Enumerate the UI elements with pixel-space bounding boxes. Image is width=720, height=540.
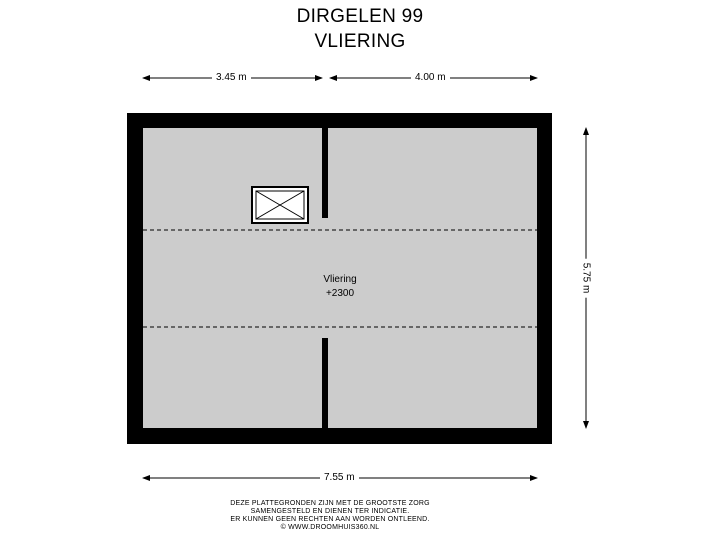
dimension-top-right: 4.00 m — [411, 72, 450, 84]
disclaimer-line-4: © WWW.DROOMHUIS360.NL — [280, 524, 380, 531]
room-height: +2300 — [325, 288, 355, 299]
interior-wall-lower — [322, 338, 328, 428]
roof-hatch-icon — [251, 186, 309, 224]
room-name: Vliering — [323, 274, 357, 285]
plan-title-floor: VLIERING — [314, 31, 406, 52]
disclaimer-line-3: ER KUNNEN GEEN RECHTEN AAN WORDEN ONTLEE… — [230, 516, 430, 523]
disclaimer-line-2: SAMENGESTELD EN DIENEN TER INDICATIE. — [250, 508, 410, 515]
dimension-top-left: 3.45 m — [212, 72, 251, 84]
plan-title-address: DIRGELEN 99 — [296, 6, 424, 27]
floor-area — [143, 128, 537, 428]
disclaimer-line-1: DEZE PLATTEGRONDEN ZIJN MET DE GROOTSTE … — [230, 500, 430, 507]
dimension-right: 5.75 m — [579, 258, 592, 298]
interior-wall-upper — [322, 128, 328, 218]
dimension-bottom: 7.55 m — [320, 472, 359, 484]
